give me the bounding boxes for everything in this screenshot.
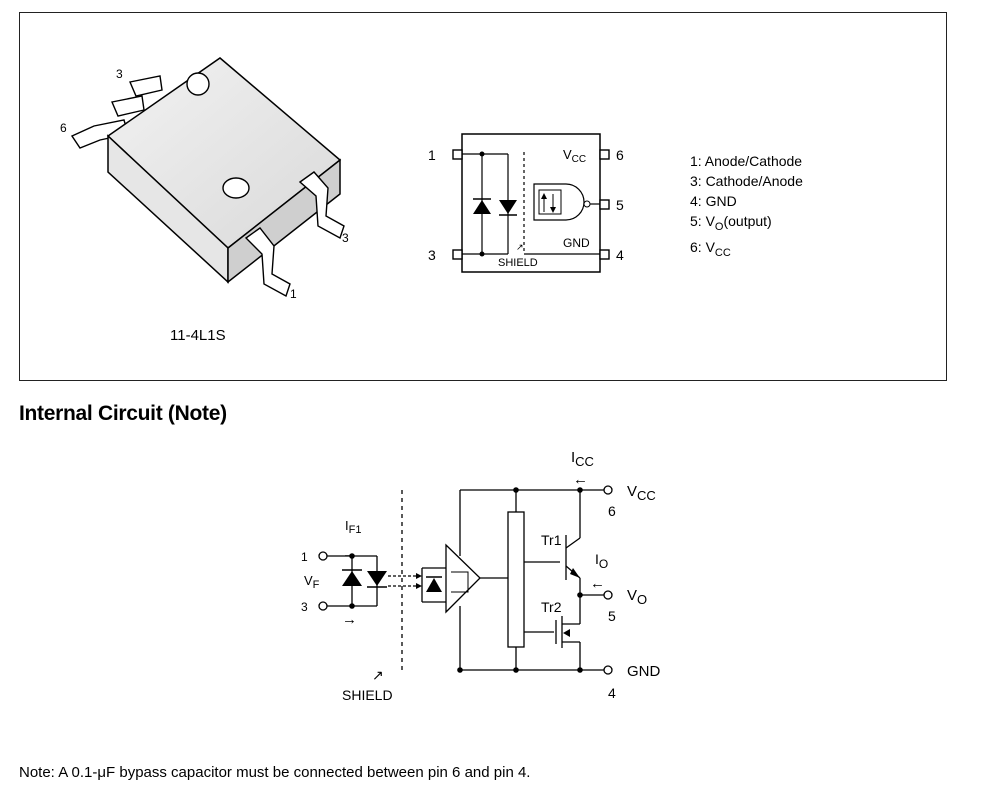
tr1-label: Tr1 (541, 532, 562, 548)
pkg-pin-3-label: 3 (342, 231, 349, 245)
pinout-pin-4: 4 (616, 247, 624, 263)
pinout-pin-6: 6 (616, 147, 624, 163)
icc-arrow-icon: ← (573, 471, 588, 488)
pin-desc-3: 3: Cathode/Anode (690, 173, 803, 189)
pin-desc-1: 1: Anode/Cathode (690, 153, 803, 169)
icc-label: ICC (571, 449, 594, 469)
svg-text:↗: ↗ (516, 242, 524, 252)
return-arrow-icon: → (342, 611, 357, 628)
vo-label: VO (627, 587, 647, 607)
if1-label: IF1 (345, 518, 361, 536)
pin-5-label: 5 (608, 608, 616, 624)
pin-description-list: 1: Anode/Cathode 3: Cathode/Anode 4: GND… (690, 151, 803, 263)
vcc-label: VCC (627, 483, 656, 503)
tr2-label: Tr2 (541, 599, 562, 615)
pinout-pin-1: 1 (428, 147, 436, 163)
pinout-diagram: ↗ 1 3 6 5 4 VCC GND SHIELD (428, 133, 624, 273)
pinout-pin-5: 5 (616, 197, 624, 213)
io-label: IO (595, 551, 608, 571)
package-name: 11-4L1S (170, 327, 226, 344)
package-frame (19, 12, 947, 381)
vf-label: VF (304, 573, 320, 591)
pkg-pin-4-label: 3 (116, 67, 123, 81)
io-arrow-icon: ← (590, 575, 605, 592)
pin-desc-6: 6: VCC (690, 238, 731, 259)
gnd-label: GND (627, 663, 661, 680)
if1-arrow-icon: → (342, 545, 357, 562)
internal-circuit-diagram: → → ← ← ↗ ICC VCC 6 IF1 VF 1 3 Tr1 Tr2 I… (301, 449, 661, 703)
pin-desc-4: 4: GND (690, 193, 737, 209)
pinout-vcc-label: VCC (563, 147, 586, 165)
package-drawing: 3 6 3 1 (60, 57, 349, 301)
pkg-pin-6-label: 6 (60, 121, 67, 135)
pkg-pin-1-label: 1 (290, 287, 297, 301)
pin-1-label: 1 (301, 550, 308, 564)
pin-desc-5: 5: VO(output) (690, 213, 772, 233)
shield-arrow-icon: ↗ (372, 667, 384, 683)
pinout-shield-label: SHIELD (498, 257, 538, 269)
note-text: Note: A 0.1-μF bypass capacitor must be … (19, 764, 531, 781)
pin-3-label: 3 (301, 600, 308, 614)
pin-6-label: 6 (608, 503, 616, 519)
pin-4-label: 4 (608, 685, 616, 701)
pinout-pin-3: 3 (428, 247, 436, 263)
section-title: Internal Circuit (Note) (19, 402, 227, 425)
shield-label: SHIELD (342, 687, 393, 703)
pinout-gnd-label: GND (563, 236, 590, 250)
